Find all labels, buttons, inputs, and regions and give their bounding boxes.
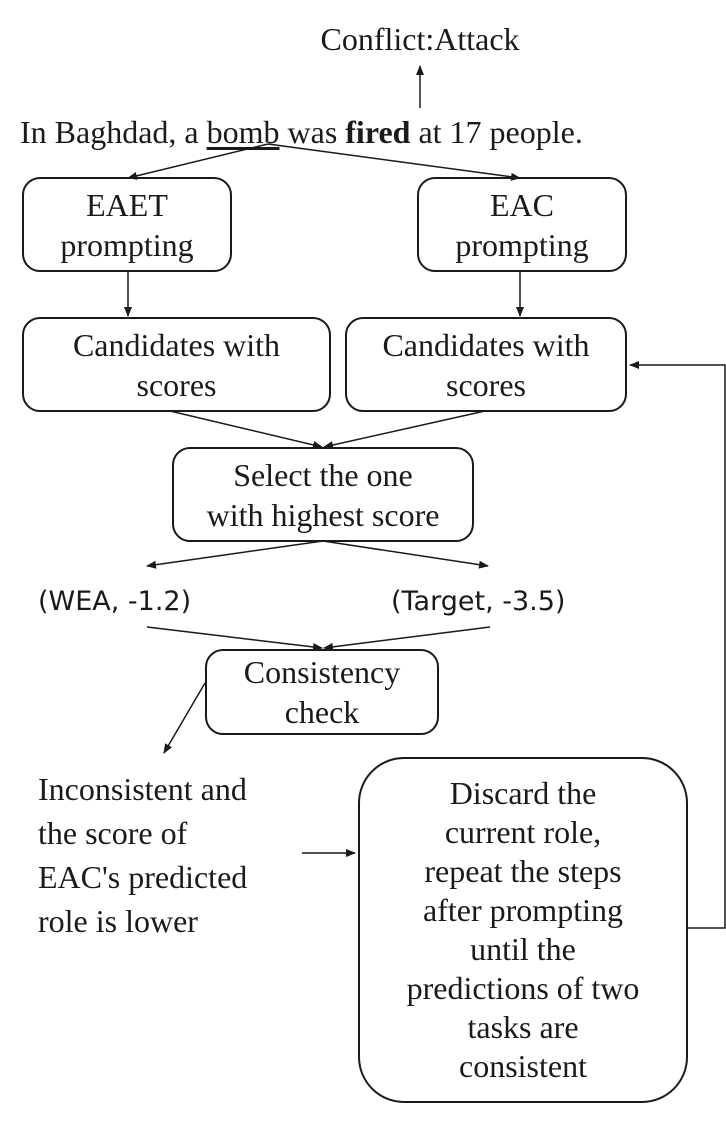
result-target: (Target, -3.5)	[391, 586, 566, 617]
inconsistent-line-4: role is lower	[38, 903, 198, 939]
arrow-wea-to-consistency	[146, 626, 323, 651]
result-wea: (WEA, -1.2)	[38, 586, 192, 617]
sentence-middle: was	[279, 114, 346, 150]
arrow-select-to-target	[322, 540, 489, 569]
discard-role-box: Discard the current role, repeat the ste…	[358, 757, 688, 1103]
eac-prompting-box: EAC prompting	[417, 177, 627, 272]
select-highest-score-box: Select the one with highest score	[172, 447, 474, 542]
inconsistent-condition-text: Inconsistent and the score of EAC's pred…	[38, 767, 247, 943]
candidates-right-line-2: scores	[446, 366, 526, 403]
consistency-line-2: check	[284, 694, 360, 730]
eac-prompting-line-2: prompting	[455, 226, 589, 263]
inconsistent-line-3: EAC's predicted	[38, 859, 248, 895]
argument-word: bomb	[206, 114, 280, 150]
discard-line-6: predictions of two	[406, 970, 640, 1006]
discard-line-7: tasks are	[467, 1009, 579, 1045]
arrow-feedback-loop	[629, 361, 726, 929]
arrow-target-to-consistency	[323, 626, 491, 651]
sentence-before: In Baghdad, a	[20, 114, 207, 150]
arrow-bomb-to-eaet	[127, 143, 269, 180]
arrow-bomb-to-eac	[267, 143, 521, 181]
candidates-left-line-2: scores	[136, 366, 217, 403]
candidates-left-box: Candidates with scores	[22, 317, 331, 412]
event-type-label: Conflict:Attack	[320, 21, 520, 57]
select-line-2: with highest score	[206, 496, 440, 533]
candidates-left-line-1: Candidates with	[72, 326, 281, 363]
arrow-candidates-left-to-select	[169, 410, 323, 449]
input-sentence: In Baghdad, a bomb was fired at 17 peopl…	[20, 112, 583, 152]
eaet-prompting-line-2: prompting	[60, 226, 194, 263]
candidates-right-box: Candidates with scores	[345, 317, 627, 412]
arrow-candidates-right-to-select	[323, 410, 486, 449]
consistency-line-1: Consistency	[243, 654, 401, 690]
eac-prompting-line-1: EAC	[490, 186, 554, 223]
discard-line-2: current role,	[444, 814, 602, 850]
select-line-1: Select the one	[233, 456, 413, 493]
candidates-right-line-1: Candidates with	[382, 326, 590, 363]
trigger-word: fired	[345, 114, 411, 150]
arrow-consistency-to-inconsistent	[163, 682, 206, 754]
discard-line-1: Discard the	[449, 775, 597, 811]
arrow-select-to-wea	[146, 540, 324, 569]
discard-line-4: after prompting	[423, 892, 623, 928]
inconsistent-line-1: Inconsistent and	[38, 771, 247, 807]
inconsistent-line-2: the score of	[38, 815, 188, 851]
discard-line-8: consistent	[459, 1048, 587, 1084]
eaet-prompting-line-1: EAET	[86, 186, 168, 223]
discard-line-3: repeat the steps	[424, 853, 622, 889]
consistency-check-box: Consistency check	[205, 649, 439, 735]
sentence-after: at 17 people.	[410, 114, 583, 150]
eaet-prompting-box: EAET prompting	[22, 177, 232, 272]
discard-line-5: until the	[470, 931, 576, 967]
